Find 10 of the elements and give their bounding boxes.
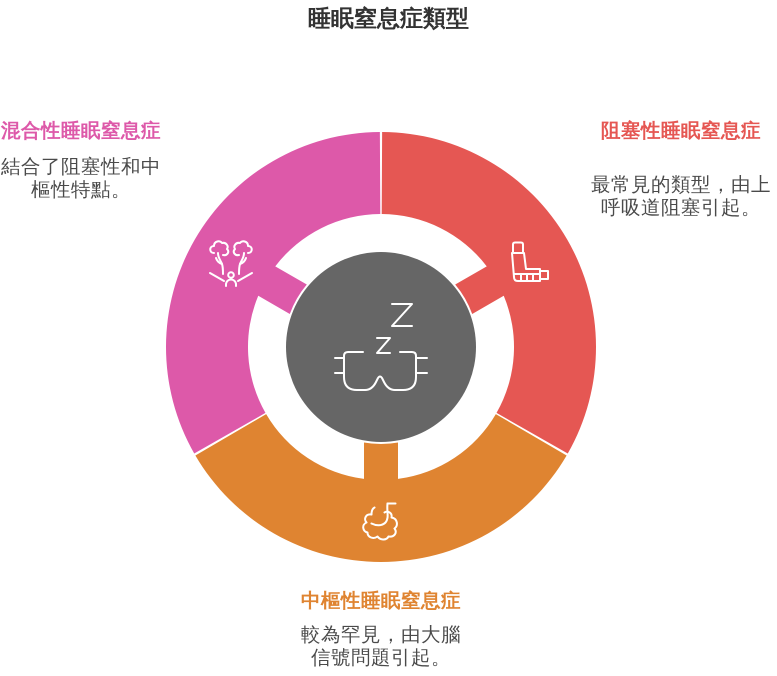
heading: 中樞性睡眠窒息症 [300,589,462,613]
title: 睡眠窒息症類型 [307,4,470,32]
center-circle [286,252,476,442]
description: 結合了阻塞性和中樞性特點。 [0,156,162,202]
description: 最常見的類型，由上呼吸道阻塞引起。 [590,174,772,220]
heading: 混合性睡眠窒息症 [0,119,162,143]
ring-segment [195,414,567,562]
ring-segment [166,132,381,454]
heading: 阻塞性睡眠窒息症 [600,119,762,143]
description: 較為罕見，由大腦信號問題引起。 [300,624,462,670]
